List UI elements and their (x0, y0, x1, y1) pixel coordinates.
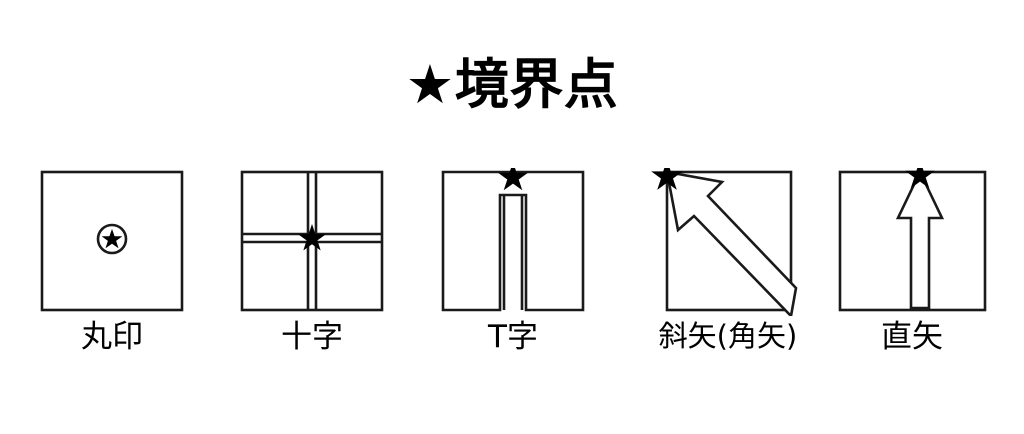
figure-t-ji-label: T字 (488, 319, 538, 355)
figure-juuji-graphic (232, 168, 392, 316)
figure-row: 丸印 十字 (0, 168, 1024, 368)
diagonal-arrow-outline (665, 170, 798, 316)
figure-chokuya-graphic (832, 168, 992, 316)
figure-chokuya-label: 直矢 (881, 319, 943, 355)
star-icon (498, 168, 528, 191)
figure-t-ji: T字 (433, 168, 593, 368)
t-shape-outline (441, 170, 585, 312)
figure-t-ji-graphic (433, 168, 593, 316)
figure-juuji-label: 十字 (281, 319, 343, 355)
star-icon (905, 168, 935, 189)
star-icon (101, 229, 123, 249)
figure-chokuya: 直矢 (832, 168, 992, 368)
star-icon (297, 224, 327, 251)
figure-maru-jirushi-graphic (32, 168, 192, 316)
figure-maru-jirushi: 丸印 (32, 168, 192, 368)
page-title: ★境界点 (405, 53, 619, 116)
up-arrow-outline (895, 168, 945, 310)
figure-shaya-kakuya-graphic (648, 168, 808, 316)
figure-shaya-kakuya-label: 斜矢(角矢) (658, 319, 798, 353)
figure-shaya-kakuya: 斜矢(角矢) (648, 168, 808, 368)
figure-maru-jirushi-label: 丸印 (81, 319, 143, 355)
star-icon (651, 168, 683, 190)
figure-juuji: 十字 (232, 168, 392, 368)
